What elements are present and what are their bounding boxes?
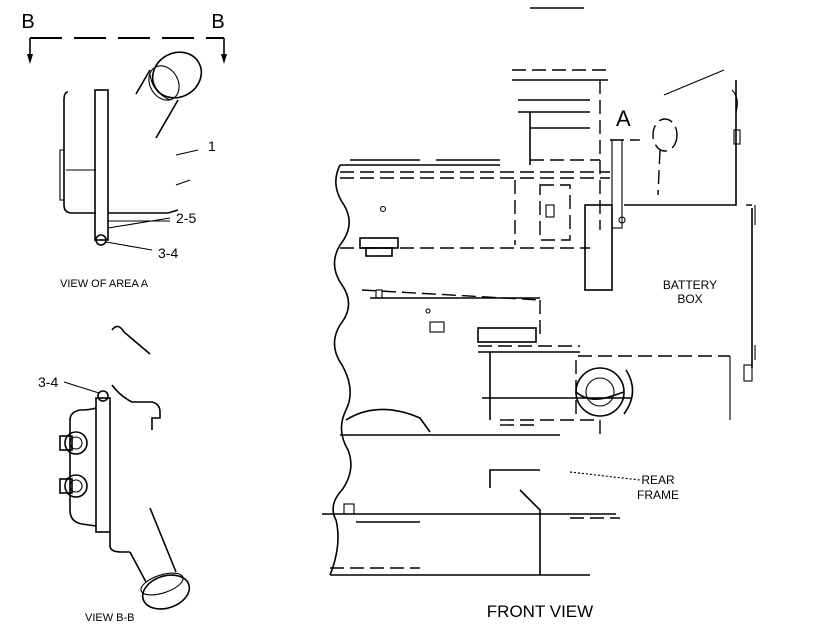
battery-box-label-line1: BATTERY	[663, 278, 717, 292]
front-view-drawing: A BATTERY BOX	[322, 7, 756, 621]
view-b-b-detail: 3-4 VIEW B-B	[38, 325, 191, 624]
rear-frame-label-line1: REAR	[641, 473, 675, 487]
rear-frame-label-line2: FRAME	[637, 488, 679, 502]
view-of-area-a-detail: 1 2-5 3-4 VIEW OF AREA A	[59, 51, 216, 290]
callout-3-4-bottom: 3-4	[38, 374, 58, 390]
view-of-area-a-caption: VIEW OF AREA A	[60, 278, 149, 290]
view-b-b-caption: VIEW B-B	[85, 612, 135, 624]
section-line-b-b: B B	[21, 11, 227, 64]
callout-1: 1	[208, 138, 216, 154]
section-label-b-left: B	[21, 11, 34, 33]
section-label-b-right: B	[211, 11, 224, 33]
callout-2-5: 2-5	[176, 210, 196, 226]
battery-box-label-line2: BOX	[677, 292, 702, 306]
detail-label-a: A	[616, 106, 631, 131]
front-view-caption: FRONT VIEW	[487, 602, 593, 621]
callout-3-4-top: 3-4	[158, 245, 178, 261]
